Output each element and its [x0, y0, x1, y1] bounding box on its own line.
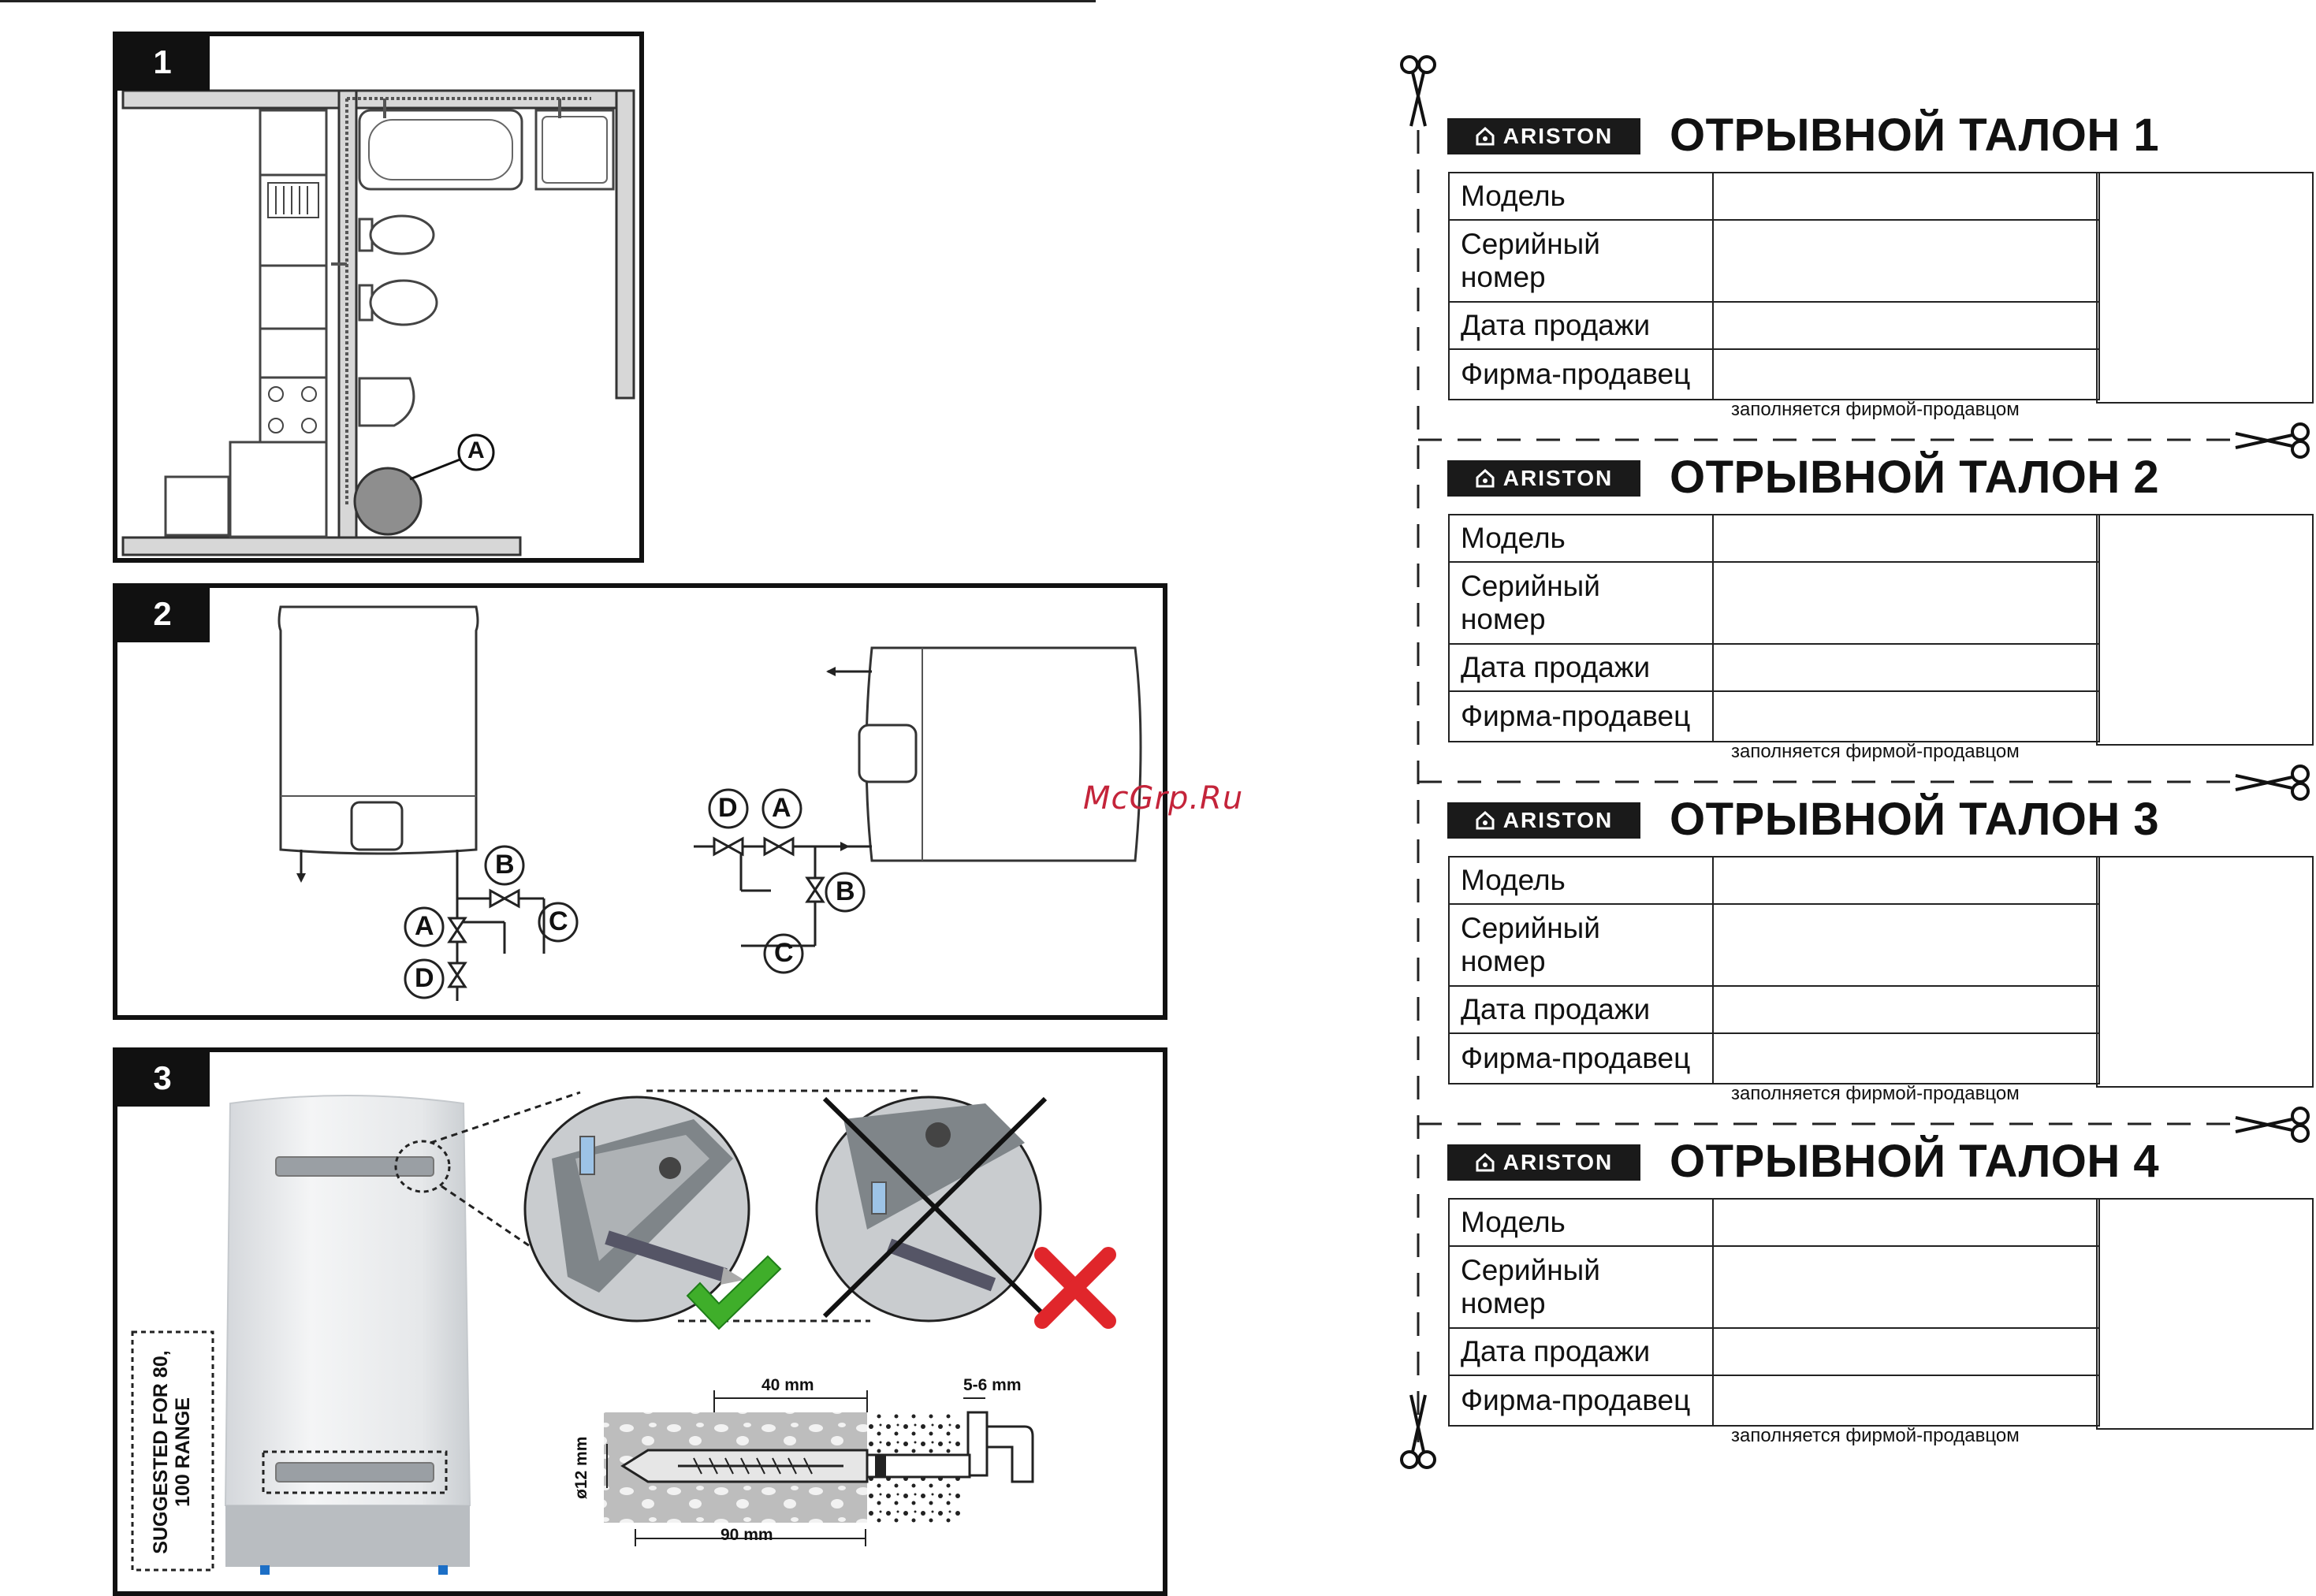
field-value[interactable] — [1712, 514, 2100, 563]
field-label: Модель — [1448, 856, 1714, 905]
field-label: Фирма-продавец — [1448, 1032, 1714, 1084]
callout-c-right: C — [774, 938, 794, 968]
dimension-40mm: 40 mm — [761, 1376, 814, 1394]
coupon-title: ОТРЫВНОЙ ТАЛОН 1 — [1670, 110, 2160, 161]
panel-3-mounting — [113, 1047, 1167, 1596]
dimension-90mm: 90 mm — [720, 1526, 773, 1544]
coupon-note: заполняется фирмой-продавцом — [1731, 1083, 2020, 1104]
house-logo-icon — [1476, 810, 1495, 830]
field-label: Фирма-продавец — [1448, 1375, 1714, 1427]
ariston-logo: ARISTON — [1447, 460, 1640, 497]
coupon-note: заполняется фирмой-продавцом — [1731, 1425, 2020, 1446]
field-value[interactable] — [1712, 1198, 2100, 1247]
coupon-title: ОТРЫВНОЙ ТАЛОН 2 — [1670, 452, 2160, 503]
house-logo-icon — [1476, 468, 1495, 488]
field-value[interactable] — [1712, 1032, 2100, 1084]
dimension-12mm: ø12 mm — [572, 1436, 590, 1499]
field-value[interactable] — [1712, 985, 2100, 1034]
field-value[interactable] — [1712, 172, 2100, 221]
field-value[interactable] — [1712, 1245, 2100, 1329]
watermark: McGrp.Ru — [1083, 780, 1244, 817]
field-label: Модель — [1448, 1198, 1714, 1247]
field-label: Модель — [1448, 514, 1714, 563]
callout-a: A — [415, 911, 434, 941]
field-value[interactable] — [1712, 1375, 2100, 1427]
field-value[interactable] — [1712, 1327, 2100, 1376]
stamp-box[interactable] — [2096, 514, 2314, 746]
field-value[interactable] — [1712, 903, 2100, 987]
field-value[interactable] — [1712, 856, 2100, 905]
suggested-range-label: SUGGESTED FOR 80, 100 RANGE — [150, 1350, 194, 1554]
callout-b-right: B — [836, 876, 855, 906]
field-value[interactable] — [1712, 561, 2100, 645]
coupon-title: ОТРЫВНОЙ ТАЛОН 3 — [1670, 794, 2160, 845]
top-rule — [0, 0, 1096, 2]
callout-a-floorplan: A — [467, 437, 485, 463]
stamp-box[interactable] — [2096, 856, 2314, 1088]
ariston-logo: ARISTON — [1447, 118, 1640, 154]
callout-d-right: D — [718, 793, 738, 823]
panel-number-1: 1 — [115, 34, 210, 91]
coupon-note: заполняется фирмой-продавцом — [1731, 399, 2020, 420]
field-value[interactable] — [1712, 643, 2100, 692]
coupon-cut-lines — [1417, 130, 2231, 1442]
field-label: Фирма-продавец — [1448, 690, 1714, 742]
callout-d: D — [415, 963, 434, 993]
coupon-note: заполняется фирмой-продавцом — [1731, 741, 2020, 762]
house-logo-icon — [1476, 1152, 1495, 1172]
ariston-logo: ARISTON — [1447, 802, 1640, 839]
callout-c: C — [549, 906, 568, 936]
panel-number-2: 2 — [115, 586, 210, 642]
field-value[interactable] — [1712, 301, 2100, 350]
ariston-logo: ARISTON — [1447, 1144, 1640, 1181]
coupon-title: ОТРЫВНОЙ ТАЛОН 4 — [1670, 1136, 2160, 1187]
callout-b: B — [495, 850, 515, 880]
field-label: Модель — [1448, 172, 1714, 221]
scissors-icon — [1400, 55, 2310, 1469]
field-value[interactable] — [1712, 219, 2100, 303]
field-label: Дата продажи — [1448, 985, 1714, 1034]
field-label: Фирма-продавец — [1448, 348, 1714, 400]
panel-2-connections — [113, 583, 1167, 1020]
stamp-box[interactable] — [2096, 1198, 2314, 1430]
stamp-box[interactable] — [2096, 172, 2314, 404]
field-value[interactable] — [1712, 690, 2100, 742]
panel-1-floorplan — [113, 32, 644, 563]
checkmark-icon — [686, 1255, 782, 1330]
panel-number-3: 3 — [115, 1050, 210, 1107]
field-label: Дата продажи — [1448, 1327, 1714, 1376]
dimension-5-6mm: 5-6 mm — [963, 1376, 1022, 1394]
field-value[interactable] — [1712, 348, 2100, 400]
house-logo-icon — [1476, 126, 1495, 146]
callout-a-right: A — [772, 793, 791, 823]
cross-icon — [1034, 1247, 1116, 1329]
field-label: Дата продажи — [1448, 301, 1714, 350]
field-label: Дата продажи — [1448, 643, 1714, 692]
